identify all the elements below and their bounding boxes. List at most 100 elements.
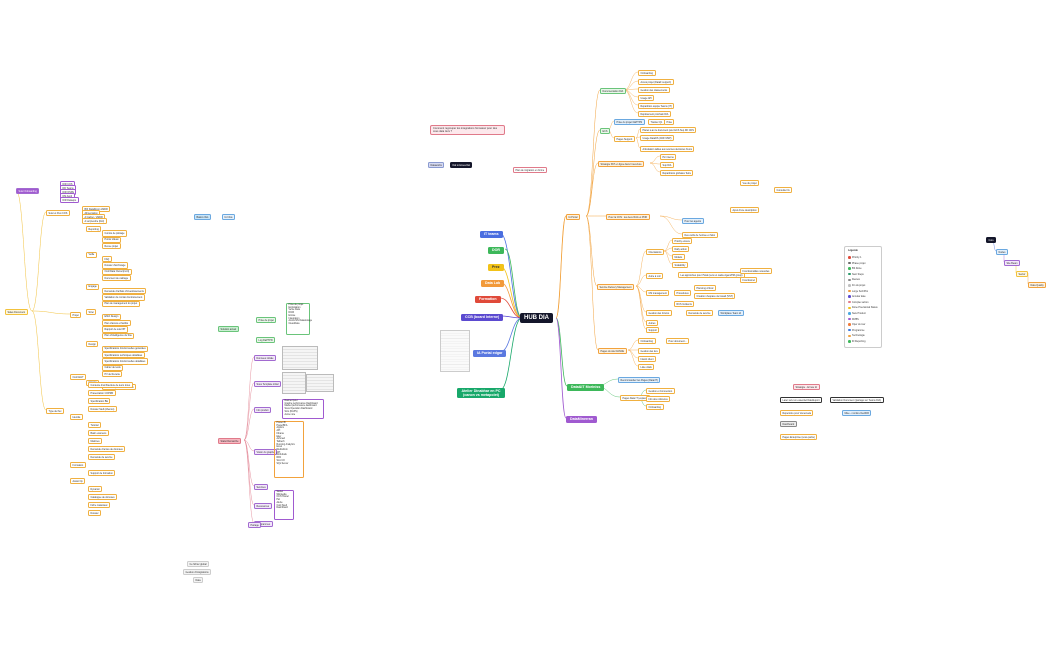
- left-projet-item-21[interactable]: Spécifications fonctionnelles détaillées: [102, 358, 148, 365]
- left-projet-item-1[interactable]: Comité de pilotage: [102, 230, 127, 237]
- note-repertoire[interactable]: Répertoire pour Venezuela: [780, 410, 814, 417]
- status-item-0[interactable]: Données initiale: [254, 355, 277, 362]
- migration-note[interactable]: Plan de migration en forme: [513, 167, 547, 174]
- mid-workplace[interactable]: Workplace Team IA: [718, 310, 744, 317]
- far-core[interactable]: Core: [986, 237, 997, 244]
- left-root[interactable]: Sales Document: [5, 309, 28, 316]
- left-type-item-2[interactable]: Présentation COPRR: [88, 390, 116, 397]
- mid-support[interactable]: Support: [646, 327, 660, 334]
- ia-item-acces-projet[interactable]: Accès projet (DataF support): [638, 79, 674, 86]
- far-sector[interactable]: Sector: [1016, 271, 1028, 278]
- question-note[interactable]: Comment regrouper les integrations forma…: [430, 125, 505, 136]
- branch-ccb[interactable]: CCB (board Interne): [461, 314, 504, 321]
- status-item-5[interactable]: Ressources: [254, 503, 272, 510]
- left-projet-item-5[interactable]: FAQ: [102, 256, 112, 263]
- statut-demarche[interactable]: Statut Démarche: [218, 438, 241, 445]
- dataworks-node[interactable]: Dataworks: [428, 162, 445, 169]
- far-site-beam[interactable]: Site Beam: [1004, 260, 1021, 267]
- mid-demande-service[interactable]: Demande de service: [686, 310, 713, 317]
- ia-item-outils[interactable]: Des outils de l'entrée et l'abo: [682, 232, 718, 239]
- solution-actuel[interactable]: Solution actuel: [218, 326, 239, 333]
- left-suivi-onboarding[interactable]: Suivi Onboarding: [16, 188, 40, 195]
- left-projet-item-4[interactable]: Veille: [86, 251, 97, 258]
- mid-pour-document[interactable]: Pour document...: [666, 338, 690, 345]
- status-item-7[interactable]: Partage: [248, 522, 262, 529]
- ia-item-choices-llm[interactable]: Pour la COS : les deux RAG et PNR: [606, 214, 650, 221]
- mid-fonctionnelles[interactable]: Fonctionnalités nouvelles: [740, 268, 772, 275]
- ia-item-deploiement[interactable]: Déploiement prochain DIA: [638, 111, 671, 118]
- mid-gestion-dev[interactable]: Gestion des dev: [638, 348, 661, 355]
- mid-planning[interactable]: Planning critical: [694, 285, 716, 292]
- left-type-item-6[interactable]: Tutorial: [88, 422, 101, 429]
- left-suivi-flux[interactable]: Suivi et Flux COS: [46, 210, 70, 217]
- left-type-item-9[interactable]: Demande d'accès de données: [88, 446, 126, 453]
- left-projet-item-7[interactable]: Outil Data Owner(mort): [102, 268, 132, 275]
- mid-autre[interactable]: Autre à voir: [646, 273, 664, 280]
- note-dashboard[interactable]: Dashboard: [780, 421, 797, 428]
- left-projet-item-22[interactable]: Cahier de tests: [102, 364, 124, 371]
- mid-creation[interactable]: Création d'espace de travail (VST): [694, 293, 736, 300]
- left-projet-item-17[interactable]: Plan d'intelligence du Site: [102, 332, 135, 339]
- left-type-item-5[interactable]: Identité: [70, 414, 83, 421]
- note-later-suivi[interactable]: Later suivi un essentiel DataSuport: [780, 397, 823, 404]
- root-node[interactable]: HUB DIA: [520, 313, 553, 323]
- status-item-4[interactable]: Services: [254, 484, 269, 491]
- bottom-left-3[interactable]: Data: [193, 577, 204, 584]
- ia-item-repartitions-globales[interactable]: Répartitions globales Tetra: [660, 170, 694, 177]
- status-item-3[interactable]: Vision du graphe: [254, 449, 277, 456]
- mid-scalability[interactable]: Scalability: [672, 262, 688, 269]
- ia-item-consulter[interactable]: Consulter IA: [774, 187, 793, 194]
- left-projet-item-2[interactable]: Points Valuat: [102, 236, 121, 243]
- left-type-item-17[interactable]: Dossier: [88, 510, 102, 517]
- left-projet-item-6[interactable]: Dossier d'archivage: [102, 262, 128, 269]
- basics-iag[interactable]: Basics IAG: [194, 214, 211, 221]
- ia-item-documentation[interactable]: Documentation DIA: [600, 88, 626, 95]
- left-type-item-1[interactable]: Contexte d'architecture de leurs trous: [88, 382, 133, 389]
- left-type-item-0[interactable]: Outil AGIT: [70, 374, 87, 381]
- left-projet-item-9[interactable]: Engage: [86, 283, 100, 290]
- note-strategie[interactable]: Stratégie - Armée IA: [793, 384, 820, 391]
- mid-priority[interactable]: Priority ensure: [672, 238, 693, 245]
- datait-info-dev[interactable]: Info dev référence: [646, 396, 671, 403]
- note-mise[interactable]: Mise - nombre Ded/DR: [842, 410, 872, 417]
- left-projet-item-8[interactable]: Document de cadrage: [102, 275, 131, 282]
- solution-prise-projet[interactable]: Prise de projet: [256, 317, 277, 324]
- mid-fonctionnel[interactable]: Fonctionnel: [740, 277, 758, 284]
- left-projet-item-14[interactable]: Effort Design: [102, 313, 121, 320]
- mid-rcs[interactable]: RCS Incidents: [674, 301, 695, 308]
- branch-data-lab[interactable]: Data Lab: [481, 280, 505, 287]
- left-type-item-12[interactable]: Support de formation: [88, 470, 116, 477]
- datait-recommandez[interactable]: Recommandez les Pages (Data/IT): [618, 377, 661, 384]
- ia-item-ajout[interactable]: Ajout d'une description: [730, 207, 760, 214]
- branch-it-teams[interactable]: IT teams: [480, 231, 503, 238]
- branch-ia-portal[interactable]: IA Portal edgar: [473, 350, 507, 357]
- ia-item-tracker[interactable]: Tracker Q1: [648, 119, 665, 126]
- branch-formation[interactable]: Formation: [475, 296, 501, 303]
- left-projet-item-13[interactable]: Sizer: [86, 309, 97, 316]
- left-projet-item-3[interactable]: Revue projet: [102, 243, 121, 250]
- ia-item-prise-projet[interactable]: Prise du projet DaPTPhl: [614, 119, 645, 126]
- left-type-item-10[interactable]: Demande de service: [88, 454, 115, 461]
- left-type-item-14[interactable]: Dynamic: [88, 486, 103, 493]
- left-projet-item-0[interactable]: Reporting: [86, 226, 102, 233]
- ia-item-repartition[interactable]: Répartition équipe Teams (IT): [638, 103, 675, 110]
- branch-dataminerran[interactable]: DataMinerran: [566, 416, 597, 423]
- left-projet-item-16[interactable]: Rapport de suivi BT: [102, 326, 128, 333]
- mid-onboarding[interactable]: Onboarding: [638, 338, 656, 345]
- mid-interet[interactable]: Intérêt client: [638, 356, 657, 363]
- mid-models[interactable]: Models: [672, 254, 685, 261]
- ia-item-usage-api[interactable]: Usage API: [638, 95, 655, 102]
- ia-portal-hub[interactable]: IA Portal: [566, 214, 581, 221]
- left-projet-item-10[interactable]: Demande d'achats d'investissements: [102, 288, 147, 295]
- ia-item-sup-dia[interactable]: Sup DIA: [660, 162, 674, 169]
- bottom-left-2[interactable]: Gestion d'intégrations: [183, 569, 212, 576]
- status-item-1[interactable]: Sous Template initial: [254, 381, 281, 388]
- left-type-item-7[interactable]: Bash examens: [88, 430, 109, 437]
- mid-pages-dance[interactable]: Pages du site DANCE: [598, 348, 627, 355]
- ia-item-strategie[interactable]: Stratégie PAT en ligne dans l'ouverture: [598, 161, 645, 168]
- mid-orientations[interactable]: Orientations: [646, 249, 664, 256]
- left-type-item-3[interactable]: Spécification BE: [88, 398, 111, 405]
- ia-item-pic-interne[interactable]: Pic interne: [660, 154, 677, 161]
- left-projet-item-12[interactable]: Plan de management du projet: [102, 300, 140, 307]
- ia-item-gestion[interactable]: Gestion des classements: [638, 87, 670, 94]
